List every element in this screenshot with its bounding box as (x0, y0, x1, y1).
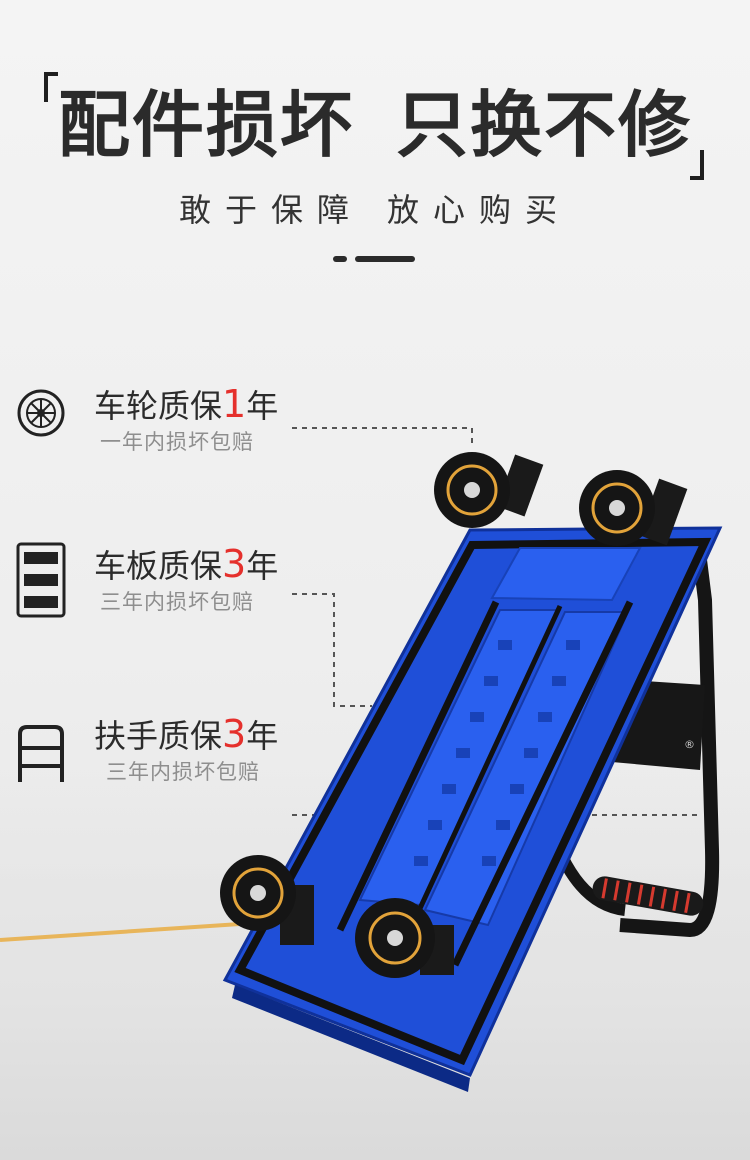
feature-title: 扶手质保3年 (94, 712, 279, 756)
wheel (579, 470, 688, 546)
caster-wheels (220, 452, 688, 978)
warranty-years: 3 (222, 712, 247, 756)
platform-board (222, 526, 723, 1092)
feature-wheel: 车轮质保1年 一年内损坏包赔 (0, 382, 330, 478)
bracket-top-left (44, 72, 58, 102)
subline-part1: 敢于保障 (178, 191, 363, 229)
feature-handle: 扶手质保3年 三年内损坏包赔 (0, 712, 330, 808)
feature-board: 车板质保3年 三年内损坏包赔 (0, 542, 330, 638)
handle-frame: ® (549, 559, 720, 938)
feature-desc: 三年内损坏包赔 (100, 590, 254, 614)
divider-line (355, 256, 415, 262)
feature-title: 车轮质保1年 (94, 382, 279, 426)
headline: 配件损坏只换不修 (0, 80, 750, 170)
wheel (434, 452, 544, 528)
warranty-years: 1 (222, 382, 247, 426)
board-icon (16, 542, 66, 618)
feature-desc: 一年内损坏包赔 (100, 430, 254, 454)
feature-title: 车板质保3年 (94, 542, 279, 586)
headline-part1: 配件损坏 (57, 83, 354, 167)
headline-part2: 只换不修 (396, 83, 693, 167)
subline-part2: 放心购买 (387, 191, 572, 229)
handle-icon (18, 725, 64, 782)
brand-mark: ® (684, 738, 695, 751)
subline: 敢于保障放心购买 (0, 188, 750, 232)
warranty-years: 3 (222, 542, 247, 586)
divider-dot (333, 256, 347, 262)
wheel (220, 855, 314, 945)
feature-desc: 三年内损坏包赔 (106, 760, 260, 784)
wheel (355, 898, 454, 978)
wheel-icon (17, 389, 65, 437)
bracket-bottom-right (690, 150, 704, 180)
